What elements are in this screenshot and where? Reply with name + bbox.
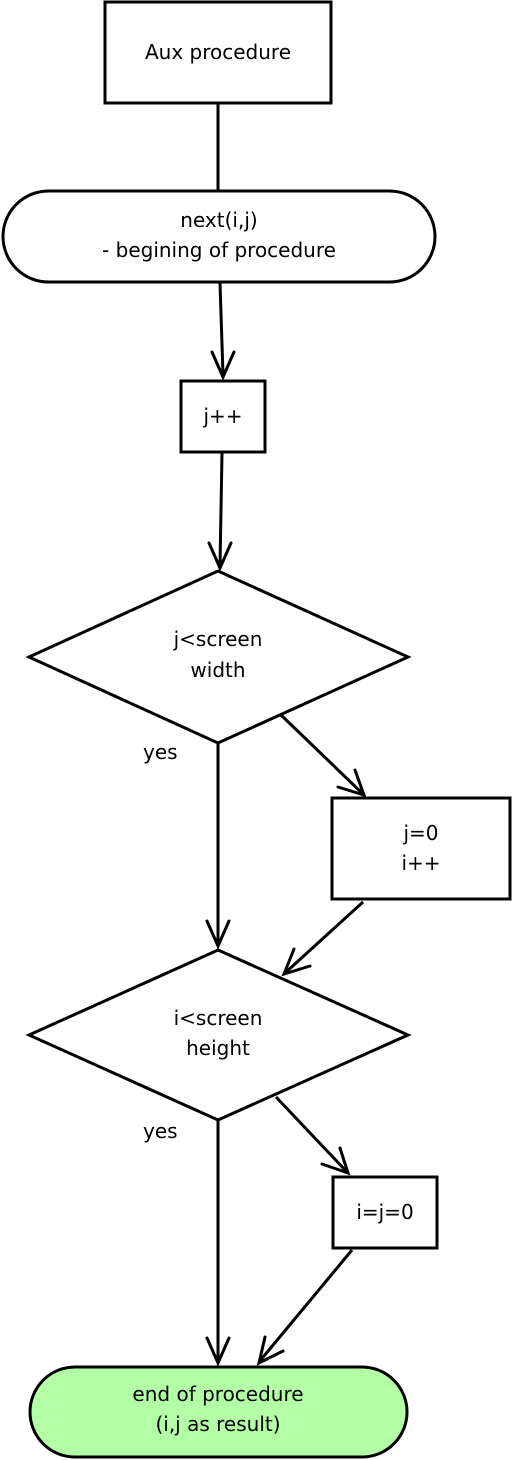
node-next-begin: next(i,j) - begining of procedure	[1, 189, 437, 284]
node-j-check-line2: width	[190, 658, 245, 682]
arrowhead-i-check-from-j-check	[205, 919, 231, 950]
edge-label-j-check-yes: yes	[143, 740, 178, 764]
edge-reset-ij-to-end	[257, 1249, 354, 1363]
node-reset-j: j=0 i++	[330, 796, 512, 901]
node-end-procedure-line2: (i,j as result)	[155, 1412, 280, 1436]
node-aux-procedure-label: Aux procedure	[145, 40, 291, 64]
node-i-check-line1: i<screen	[174, 1006, 263, 1030]
node-i-check: i<screen height	[25, 948, 412, 1122]
arrowhead-reset-j	[336, 768, 367, 798]
arrowhead-end-from-i-check	[205, 1336, 231, 1367]
node-j-check: j<screen width	[25, 569, 412, 745]
arrowhead-end-from-reset-ij	[256, 1335, 285, 1366]
arrowhead-j-increment	[210, 350, 236, 381]
edge-reset-j-to-i-check	[283, 900, 365, 975]
edge-j-check-no-to-reset-j	[279, 713, 365, 796]
arrowhead-j-check	[207, 541, 233, 572]
node-i-check-line2: height	[186, 1036, 250, 1060]
node-reset-j-line2: i++	[401, 851, 440, 875]
node-reset-ij-label: i=j=0	[356, 1200, 413, 1224]
edge-i-check-no-to-reset-ij	[274, 1095, 349, 1174]
node-reset-ij: i=j=0	[331, 1175, 439, 1250]
node-end-procedure-line1: end of procedure	[132, 1382, 303, 1406]
node-j-check-line1: j<screen	[173, 627, 263, 651]
node-next-begin-line2: - begining of procedure	[102, 238, 336, 262]
node-end-procedure: end of procedure (i,j as result)	[28, 1365, 409, 1459]
node-reset-j-line1: j=0	[402, 821, 438, 845]
arrowhead-i-check-from-reset-j	[281, 947, 312, 977]
edge-j-increment-to-j-check	[218, 452, 224, 567]
edge-label-i-check-yes: yes	[143, 1119, 178, 1143]
node-aux-procedure: Aux procedure	[103, 0, 333, 105]
edge-begin-to-j-increment	[218, 282, 225, 376]
arrowhead-reset-ij	[320, 1146, 351, 1176]
node-next-begin-line1: next(i,j)	[180, 208, 257, 232]
node-j-increment-label: j++	[202, 404, 242, 428]
node-j-increment: j++	[179, 379, 267, 454]
